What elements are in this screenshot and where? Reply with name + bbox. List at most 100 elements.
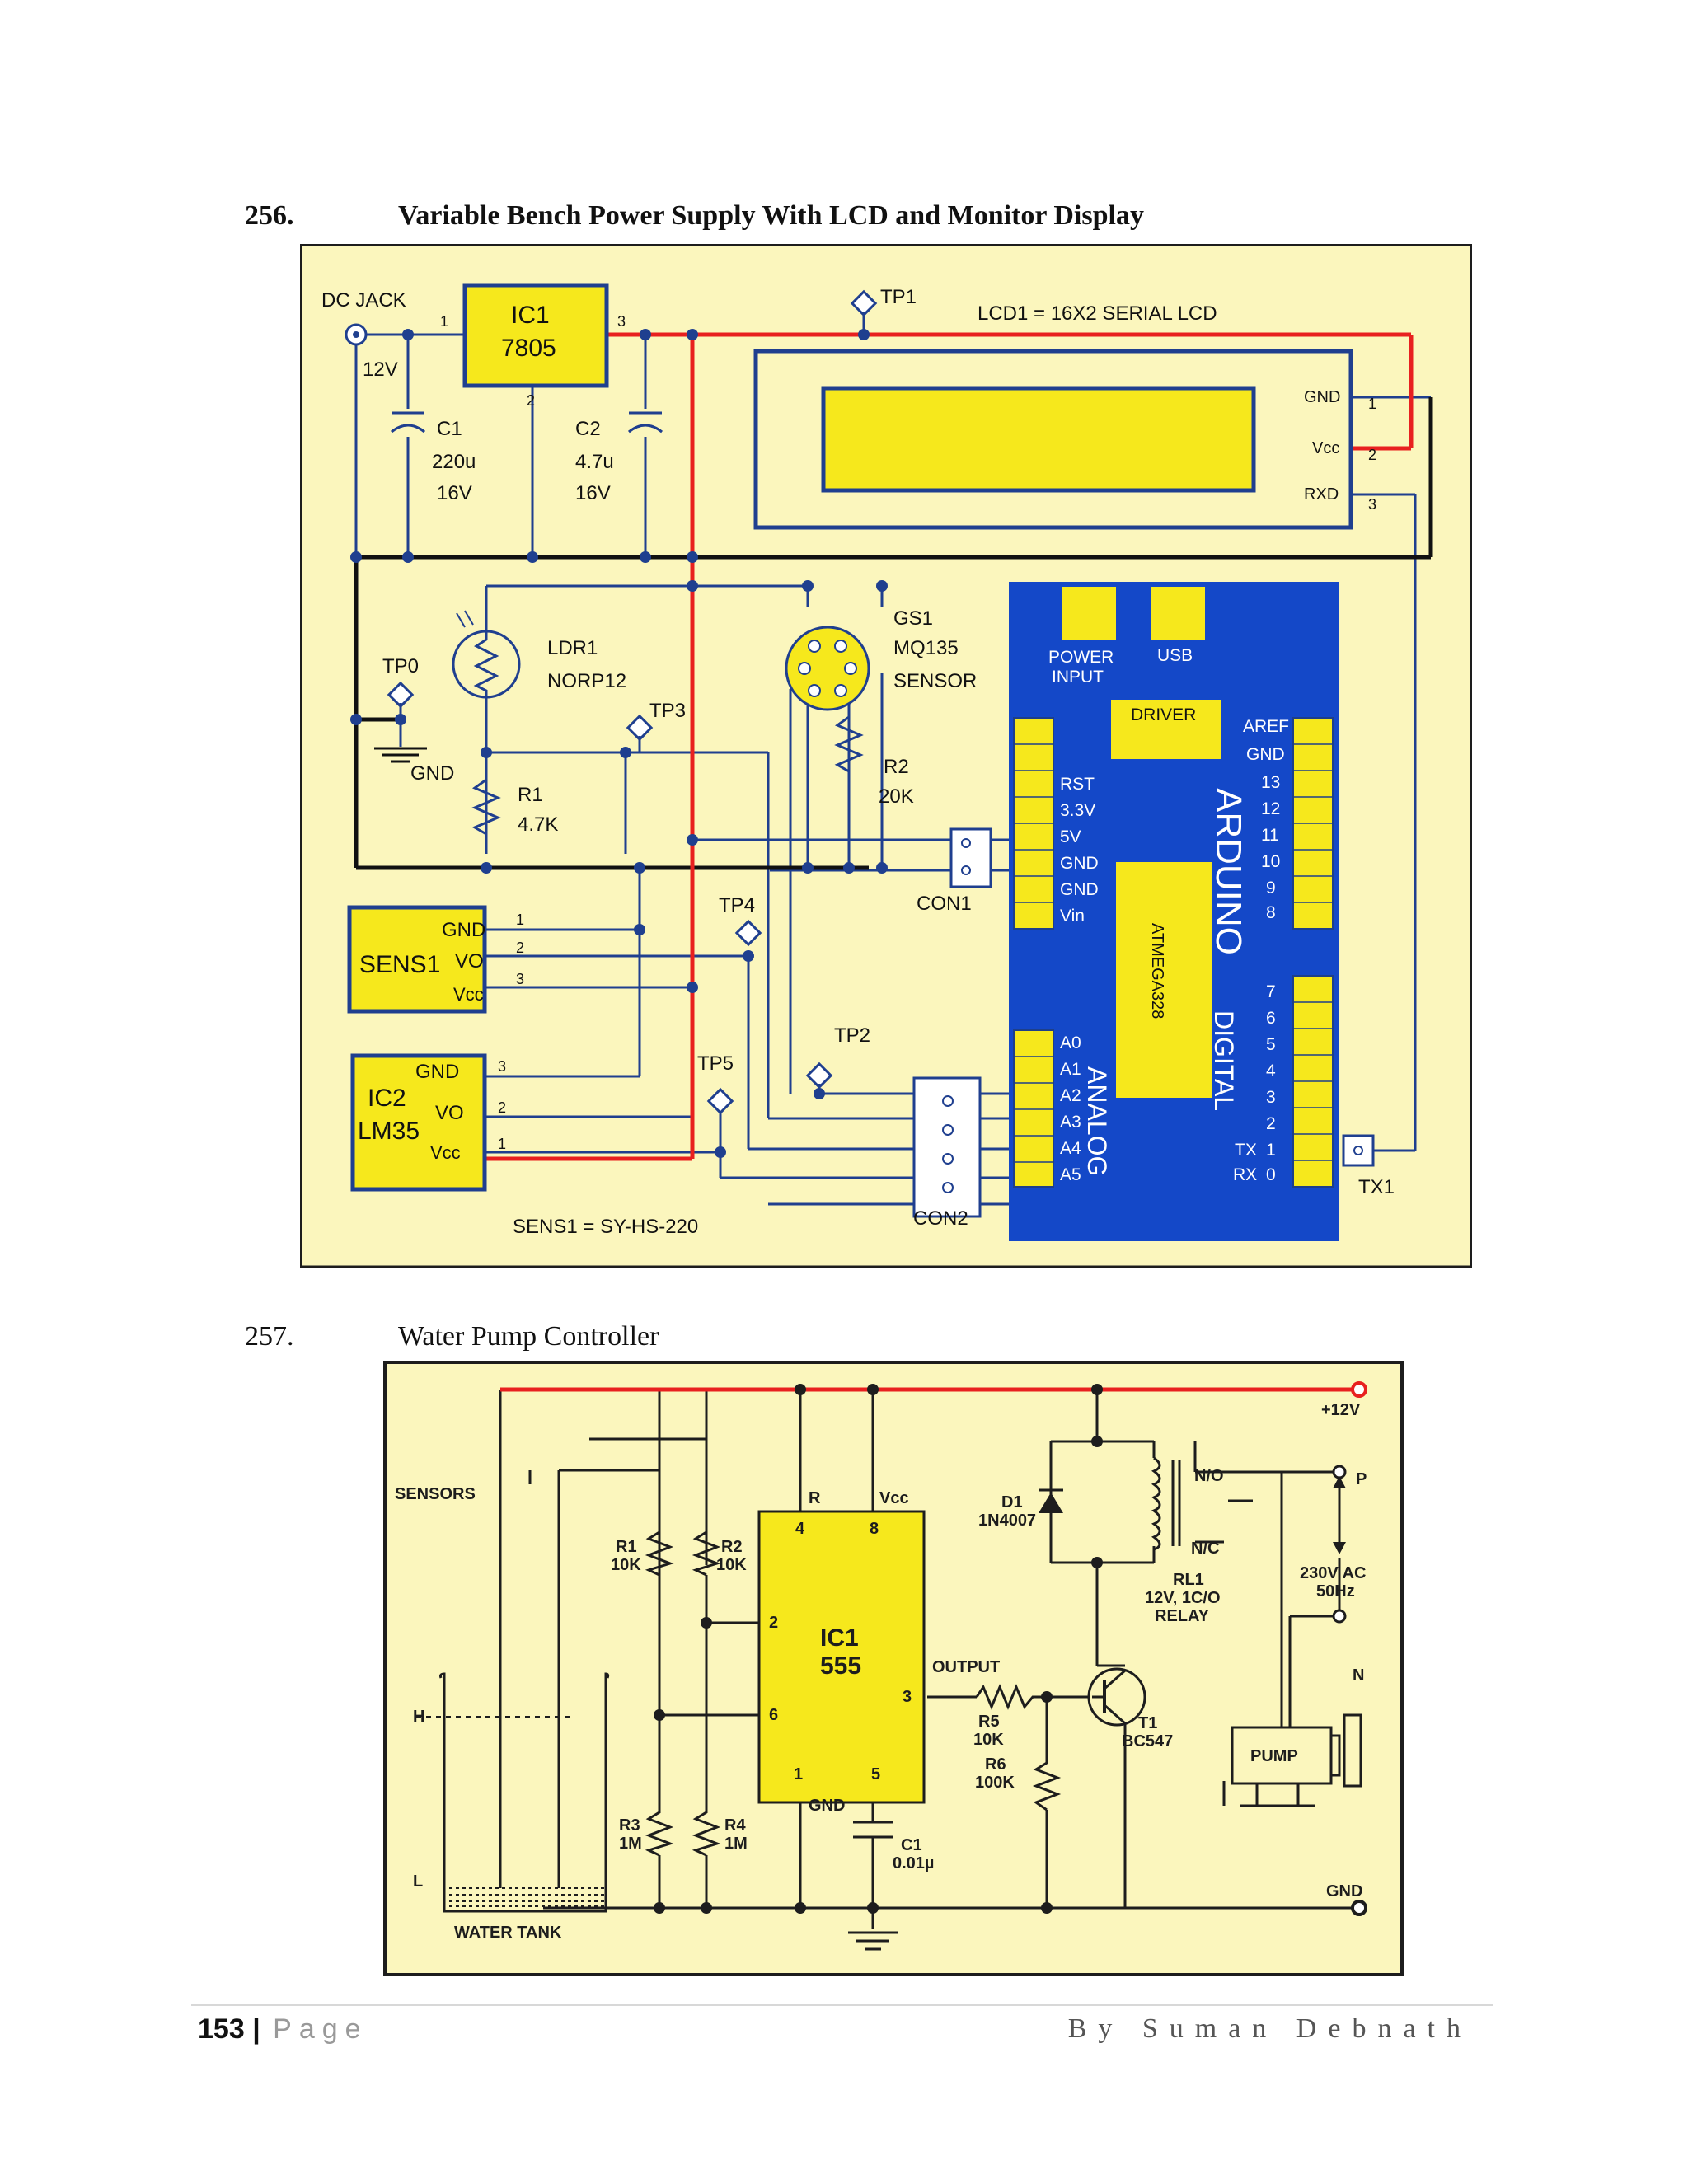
pin-4: 4 [1266,1062,1276,1080]
r2-label: R2 [721,1538,743,1556]
n-label: N [1353,1666,1364,1685]
lcd-pin2: 2 [1368,447,1376,463]
v12-label: +12V [1321,1401,1361,1419]
h-label: H [413,1708,424,1726]
atmega-label: ATMEGA328 [1148,923,1166,1019]
gnd2-label: GND [1060,880,1099,899]
ic1-label: IC1 [511,302,550,329]
ic-vcc-label: Vcc [879,1489,909,1507]
gs1-label: GS1 [893,607,933,630]
l-label: L [413,1872,423,1891]
con2-label: CON2 [913,1207,968,1230]
pin-0: 0 [1266,1165,1276,1184]
ic-pin6: 6 [769,1706,778,1724]
lcd-rxd-label: RXD [1304,485,1339,504]
sens1-label: SENS1 [359,951,440,978]
rx-label: RX [1233,1165,1257,1184]
c1-value: 0.01µ [893,1854,934,1872]
power-input-label: POWER [1048,648,1114,667]
ic2-vo: VO [435,1102,464,1124]
pin-7: 7 [1266,982,1276,1001]
con1-label: CON1 [917,893,972,915]
pin-12: 12 [1261,799,1280,818]
a4-label: A4 [1060,1139,1081,1158]
gs1-type: SENSOR [893,670,977,692]
sens1-vcc: Vcc [453,984,484,1005]
r5-value: 10K [973,1731,1004,1749]
lcd-label: LCD1 = 16X2 SERIAL LCD [978,302,1217,325]
r2-value: 20K [879,785,914,808]
tp4-label: TP4 [719,894,755,916]
power-supply-schematic: DC JACK 12V IC1 7805 1 2 3 TP1 LCD1 = 16… [300,244,1472,1268]
lcd-pin1: 1 [1368,396,1376,412]
digital-label: DIGITAL [1209,1010,1239,1111]
pin-1: 1 [1266,1141,1276,1160]
ic-pin3: 3 [903,1688,912,1706]
r5-label: R5 [978,1713,1000,1731]
section-title: Water Pump Controller [398,1321,659,1352]
tp3-label: TP3 [649,700,686,722]
gnd-label: GND [410,762,454,785]
section-heading-257: 257. Water Pump Controller [245,1321,659,1352]
ldr-label: LDR1 [547,637,598,659]
ic2-pin3: 3 [498,1058,506,1075]
a5-label: A5 [1060,1165,1081,1184]
r2-label: R2 [884,756,909,778]
r3-value: 1M [619,1835,642,1853]
aref-label: AREF [1243,717,1289,736]
pin-6: 6 [1266,1009,1276,1028]
t1-label: T1 [1138,1714,1157,1732]
d1-part: 1N4007 [978,1511,1036,1530]
rst-label: RST [1060,775,1095,794]
rl1-spec: 12V, 1C/O [1145,1589,1221,1607]
pin-9: 9 [1266,879,1276,898]
water-pump-schematic: +12V SENSORS R Vcc 4 8 R1 10K R2 10K D1 … [383,1361,1404,1976]
lcd-pin3: 3 [1368,496,1376,513]
pin-5: 5 [1266,1035,1276,1054]
a1-label: A1 [1060,1060,1081,1079]
sens-note: SENS1 = SY-HS-220 [513,1216,698,1238]
output-label: OUTPUT [932,1658,1000,1676]
ic1-part: 7805 [501,335,556,362]
water-tank-label: WATER TANK [454,1924,562,1942]
sensors-label: SENSORS [395,1485,476,1503]
c2-voltage: 16V [575,482,611,504]
rl1-type: RELAY [1155,1607,1210,1625]
lcd-gnd-label: GND [1304,388,1340,406]
p-label: P [1356,1470,1367,1488]
r6-value: 100K [975,1774,1015,1792]
ic1-pin1: 1 [440,313,448,330]
rl1-label: RL1 [1173,1571,1204,1589]
sens1-pin1: 1 [516,912,524,928]
r1-label: R1 [518,784,543,806]
r6-label: R6 [985,1755,1006,1774]
r1-value: 4.7K [518,813,558,836]
ic-pin8: 8 [870,1520,879,1538]
d-gnd-label: GND [1246,745,1285,764]
gnd-label: GND [1326,1882,1362,1900]
ic-pin1: 1 [794,1765,803,1783]
ic2-pin2: 2 [498,1099,506,1116]
footer-page-number: 153 | Page [198,2013,368,2046]
sens1-pin3: 3 [516,971,524,987]
footer-rule [191,2004,1493,2006]
r1-label: R1 [616,1538,637,1556]
pin-3: 3 [1266,1088,1276,1107]
tx1-label: TX1 [1358,1176,1395,1198]
tp2-label: TP2 [834,1024,870,1047]
r4-label: R4 [724,1816,746,1835]
pin-11: 11 [1261,826,1279,845]
ic-pin4: 4 [795,1520,805,1538]
d1-label: D1 [1001,1493,1023,1511]
lcd-vcc-label: Vcc [1312,439,1339,457]
analog-label: ANALOG [1082,1066,1112,1176]
page-number: 153 [198,2013,245,2045]
footer-author: By Suman Debnath [1067,2013,1472,2044]
ic2-pin1: 1 [498,1136,506,1152]
v12-label: 12V [363,359,398,381]
hz-label: 50Hz [1316,1582,1355,1601]
gnd1-label: GND [1060,854,1099,873]
dc-jack-label: DC JACK [321,289,406,312]
ic2-part: LM35 [358,1118,420,1145]
ic2-label: IC2 [368,1085,406,1112]
